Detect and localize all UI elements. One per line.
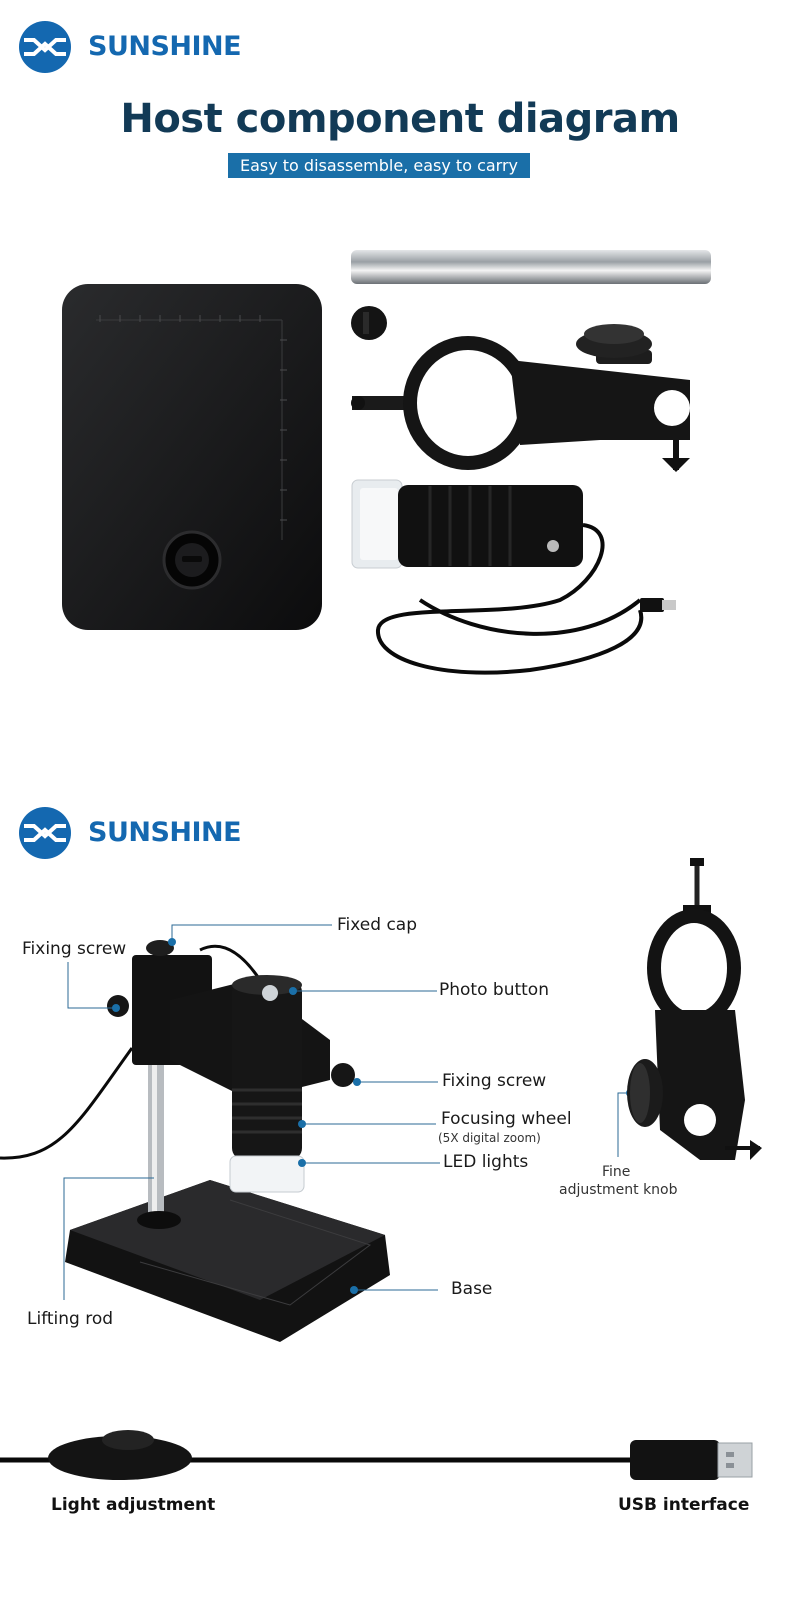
callout-fixed-cap: Fixed cap — [337, 915, 418, 935]
holder-bracket — [351, 324, 690, 472]
page-subtitle: Easy to disassemble, easy to carry — [228, 153, 530, 178]
brand-name: SUNSHINE — [88, 817, 242, 848]
microscope-holder — [107, 940, 355, 1100]
callout-lines — [63, 924, 630, 1300]
callout-fine-adjustment-line2: adjustment knob — [559, 1182, 678, 1198]
base-plate — [62, 284, 322, 630]
callout-base: Base — [451, 1279, 493, 1299]
brand-logo-bottom: SUNSHINE — [18, 806, 258, 862]
page-title: Host component diagram — [120, 96, 680, 142]
callout-fine-adjustment-line1: Fine — [602, 1164, 631, 1180]
callout-photo-button: Photo button — [439, 980, 549, 1000]
callout-focusing-wheel: Focusing wheel — [441, 1109, 572, 1129]
callout-led-lights: LED lights — [443, 1152, 529, 1172]
usb-cable-illustration — [0, 1430, 753, 1480]
right-bracket-illustration — [627, 858, 762, 1160]
microscope-rod — [137, 1065, 181, 1229]
label-light-adjustment: Light adjustment — [51, 1495, 216, 1515]
brand-name: SUNSHINE — [88, 31, 242, 62]
components-illustration — [62, 250, 711, 675]
brand-logo-top: SUNSHINE — [18, 20, 258, 76]
label-usb-interface: USB interface — [618, 1495, 750, 1515]
metal-rod — [351, 250, 711, 284]
callout-fixing-screw-right: Fixing screw — [442, 1071, 547, 1091]
callout-focusing-wheel-note: (5X digital zoom) — [438, 1131, 541, 1145]
sunshine-logo-icon — [19, 807, 71, 859]
microscope-base — [65, 1180, 390, 1342]
sunshine-logo-icon — [19, 21, 71, 73]
camera-body — [351, 479, 676, 675]
callout-fixing-screw-left: Fixing screw — [22, 939, 127, 959]
fixed-cap-part — [351, 306, 387, 340]
callout-lifting-rod: Lifting rod — [27, 1309, 114, 1329]
microscope-camera — [229, 975, 305, 1193]
